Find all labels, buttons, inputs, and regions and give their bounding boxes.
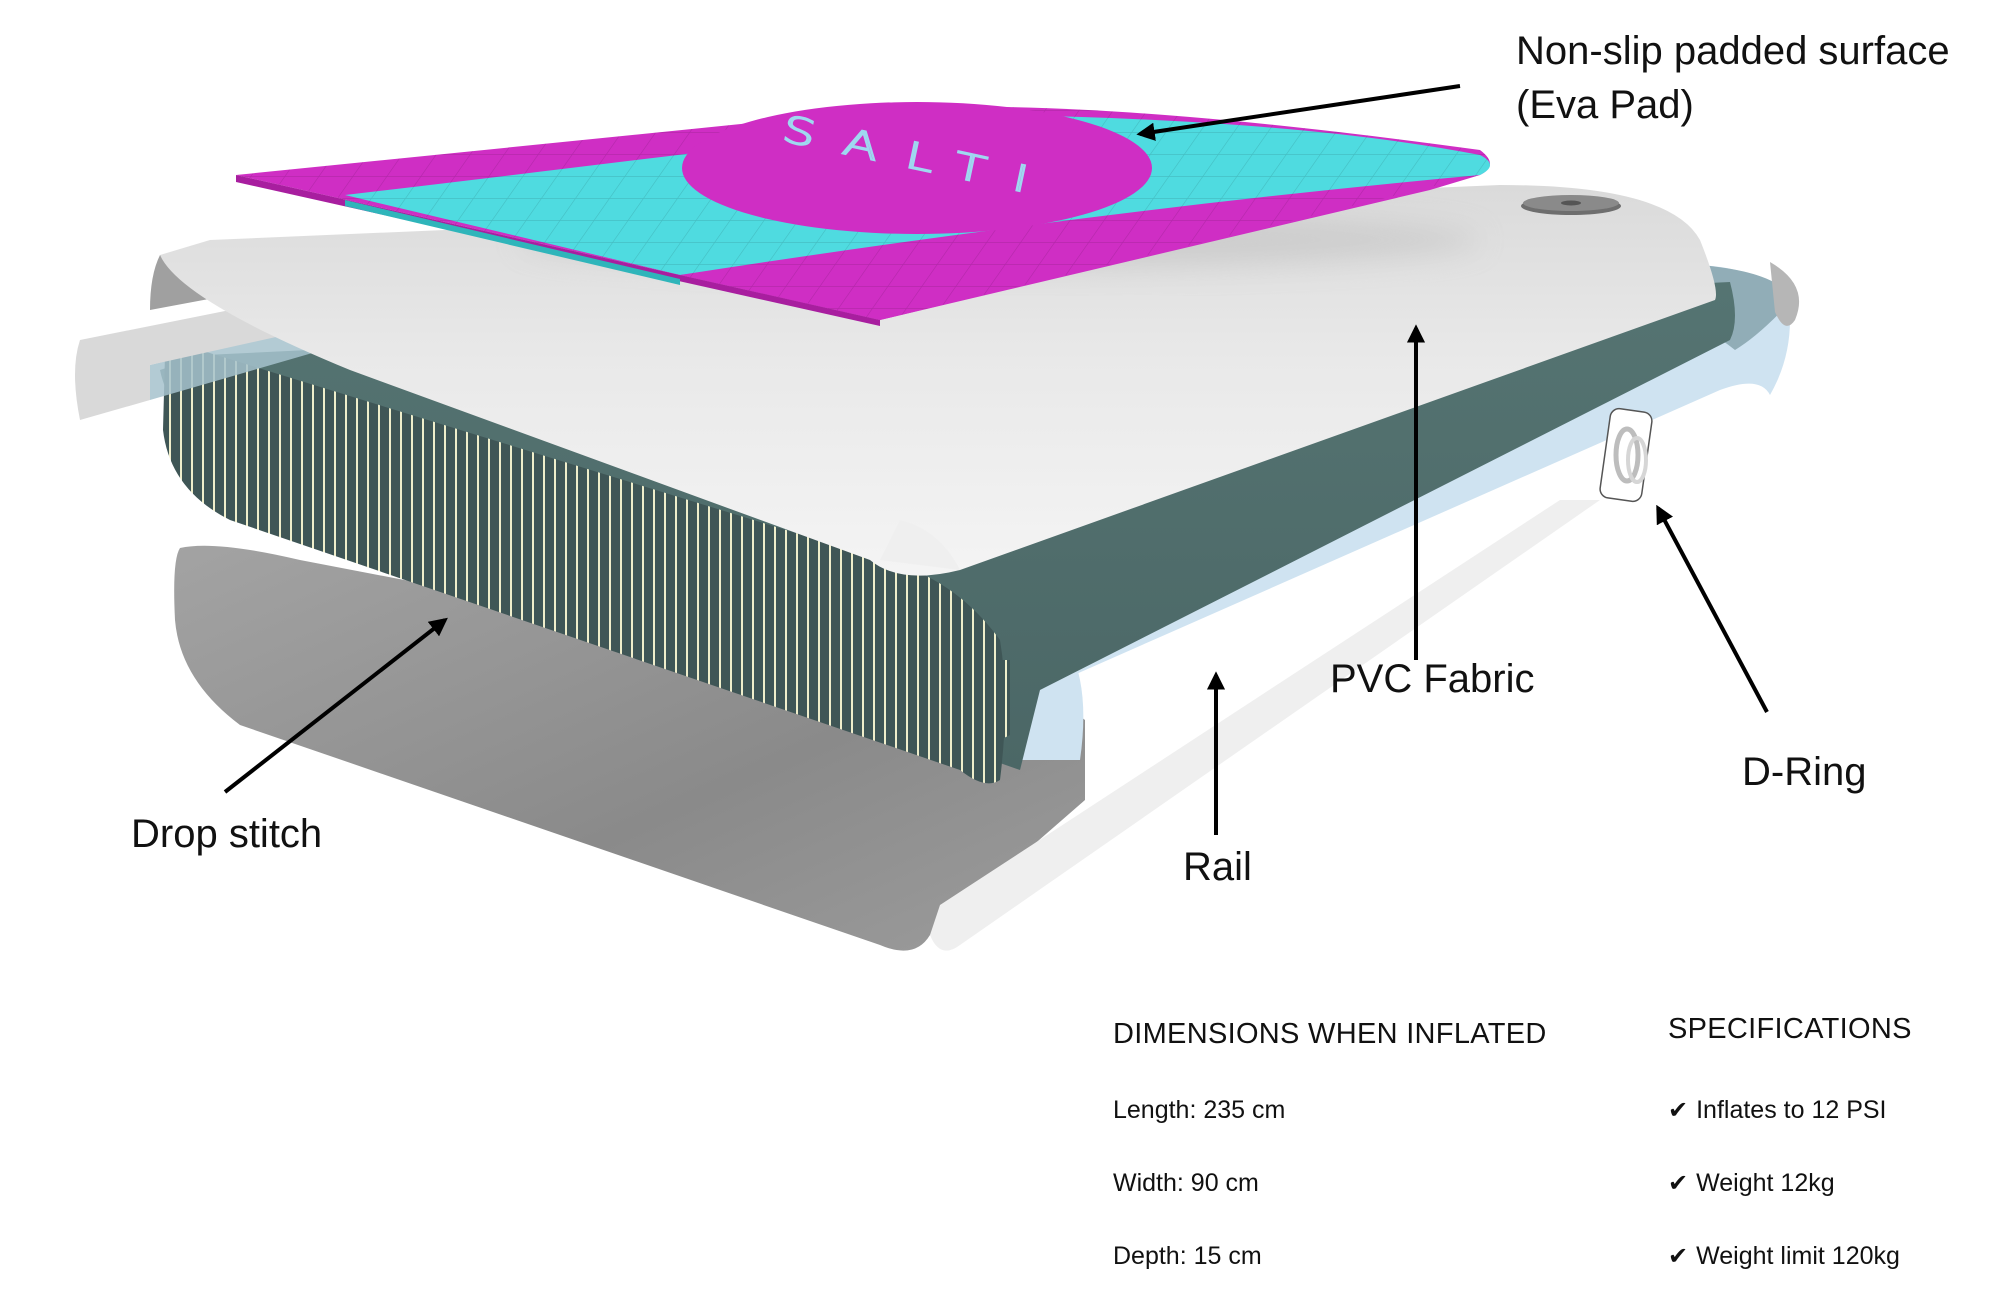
label-d-ring: D-Ring	[1742, 750, 1867, 794]
spec-item: ✔ Weight limit 120kg	[1668, 1242, 1900, 1271]
dimension-width: Width: 90 cm	[1113, 1169, 1259, 1197]
label-eva-pad-line1: Non-slip padded surface	[1516, 29, 1950, 73]
check-icon: ✔	[1668, 1170, 1689, 1197]
dimensions-heading: DIMENSIONS WHEN INFLATED	[1113, 1018, 1547, 1050]
label-rail: Rail	[1183, 845, 1252, 889]
arrow-drop-stitch	[223, 617, 448, 794]
dimension-length: Length: 235 cm	[1113, 1096, 1286, 1124]
specifications-heading: SPECIFICATIONS	[1668, 1013, 1912, 1045]
dimension-depth: Depth: 15 cm	[1113, 1242, 1262, 1270]
arrow-d-ring	[1656, 504, 1769, 713]
d-ring-icon	[1599, 407, 1653, 503]
logo-badge	[682, 102, 1152, 234]
check-icon: ✔	[1668, 1097, 1689, 1124]
check-icon: ✔	[1668, 1243, 1689, 1270]
label-eva-pad-line2: (Eva Pad)	[1516, 83, 1694, 127]
spec-item: ✔ Weight 12kg	[1668, 1169, 1835, 1198]
spec-item-text: Weight limit 120kg	[1696, 1242, 1900, 1270]
spec-item: ✔ Inflates to 12 PSI	[1668, 1096, 1887, 1125]
label-pvc-fabric: PVC Fabric	[1330, 657, 1535, 701]
spec-item-text: Inflates to 12 PSI	[1696, 1096, 1887, 1124]
arrow-eva-pad	[1136, 84, 1461, 141]
label-drop-stitch: Drop stitch	[131, 812, 323, 856]
eva-pad: SALTI	[236, 102, 1490, 326]
bottom-pvc-layer	[174, 500, 1600, 951]
spec-item-text: Weight 12kg	[1696, 1169, 1835, 1197]
label-eva-pad: Non-slip padded surface (Eva Pad)	[1516, 24, 1950, 132]
valve-icon	[1521, 195, 1621, 215]
